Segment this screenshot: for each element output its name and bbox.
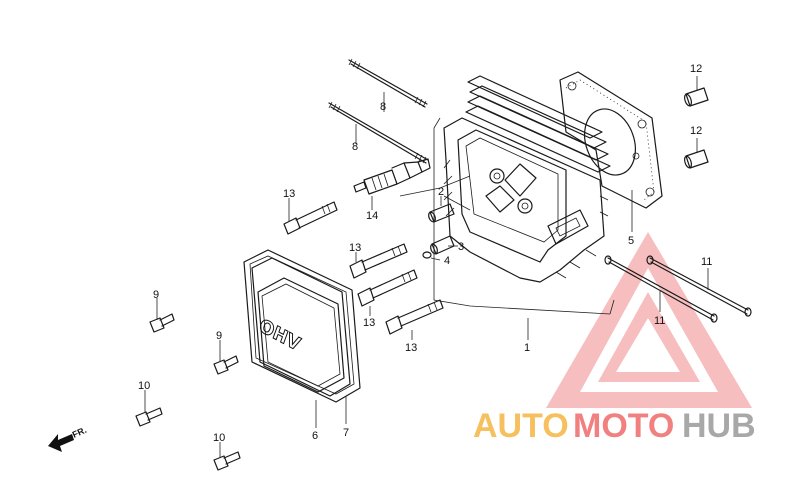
cylinder-head [443, 75, 611, 283]
dowel-pin-upper [683, 87, 709, 107]
callout-leaders [144, 76, 709, 458]
callout-13-top: 13 [283, 188, 295, 200]
callout-12-lower: 12 [690, 125, 702, 137]
callout-12-upper: 12 [690, 63, 702, 75]
push-rod-lower [604, 255, 718, 323]
callout-3: 3 [458, 241, 464, 253]
head-cover-gasket [243, 249, 361, 403]
callout-7: 7 [343, 427, 349, 439]
spark-plug [353, 158, 431, 195]
watermark-text-moto: MOTO [573, 407, 674, 445]
stud-bolt-upper [348, 58, 428, 108]
watermark-text-auto: AUTO [473, 407, 569, 445]
callout-11-upper: 11 [701, 256, 712, 268]
callout-6: 6 [312, 430, 318, 442]
callout-9-upper: 9 [153, 289, 159, 301]
bolt-13-mid1 [349, 243, 408, 279]
assembly-lines [399, 117, 615, 315]
watermark-logo: AUTO MOTO HUB [473, 232, 756, 445]
dowel-pin-lower [683, 149, 709, 169]
callout-13-mid1: 13 [349, 242, 361, 254]
callout-13-low: 13 [405, 342, 417, 354]
bolt-9-lower [213, 355, 239, 375]
bolt-13-top [283, 201, 338, 235]
callout-1: 1 [524, 342, 530, 354]
push-rod-upper [646, 255, 752, 317]
ring-part-4 [422, 251, 432, 259]
head-cover: OHV [251, 257, 351, 397]
watermark-triangle-hole [616, 318, 680, 372]
pin-part-3 [430, 235, 455, 255]
callout-11-lower: 11 [654, 315, 665, 327]
bolt-9-upper [149, 313, 175, 333]
callout-13-mid2: 13 [363, 317, 375, 329]
watermark-text-hub: HUB [682, 407, 756, 445]
bolt-10-lower [213, 451, 241, 471]
callout-5: 5 [628, 235, 634, 247]
cover-stamp-text: OHV [256, 315, 303, 356]
callout-8-upper: 8 [380, 101, 386, 113]
callout-10-lower: 10 [213, 432, 225, 444]
callout-14: 14 [366, 210, 378, 222]
arrow-left-icon [48, 434, 74, 452]
front-direction-indicator: FR. [48, 425, 88, 452]
bolt-13-mid2 [357, 269, 418, 307]
bolt-10-upper [135, 407, 163, 427]
callout-2: 2 [438, 186, 444, 198]
callout-9-lower: 9 [216, 330, 222, 342]
front-direction-label: FR. [71, 425, 88, 440]
callout-4: 4 [444, 255, 450, 267]
pin-part-2 [428, 203, 455, 223]
callout-8-lower: 8 [352, 141, 358, 153]
head-gasket [559, 71, 663, 209]
bolt-13-low [385, 299, 444, 335]
callout-10-upper: 10 [138, 380, 150, 392]
callout-labels: 8 8 14 13 13 13 13 2 3 4 5 12 12 11 11 1… [138, 63, 712, 444]
stud-bolt-lower [328, 101, 429, 164]
